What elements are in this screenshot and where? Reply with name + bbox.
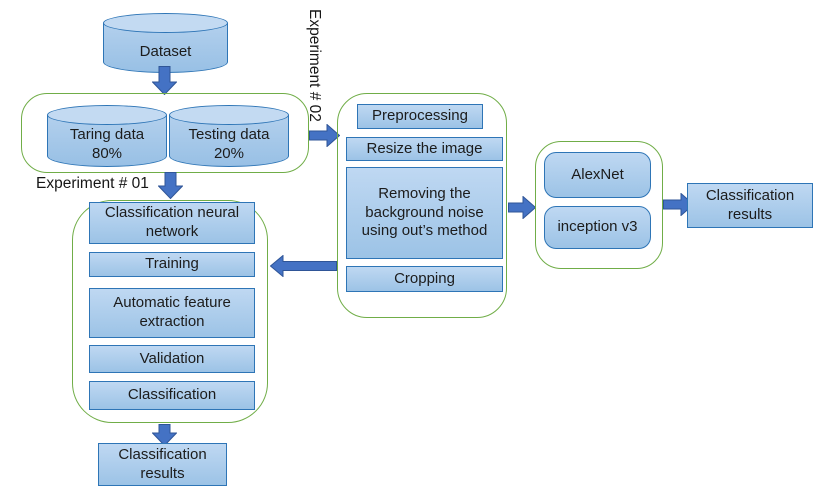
step-label: Training xyxy=(145,255,199,273)
training-data-cylinder: Taring data 80% xyxy=(47,105,167,167)
arrow-preprocessing-to-pipeline xyxy=(270,255,337,277)
step-label: Automatic feature extraction xyxy=(113,294,231,330)
results-label: Classification results xyxy=(118,445,207,482)
training-data-cylinder-top xyxy=(47,105,167,125)
step-classification: Classification xyxy=(89,381,255,410)
testing-data-cylinder-top xyxy=(169,105,289,125)
classification-results-right: Classification results xyxy=(687,183,813,228)
arrow-split-to-pipeline xyxy=(158,172,183,199)
step-validation: Validation xyxy=(89,345,255,373)
experiment-01-label: Experiment # 01 xyxy=(36,175,149,192)
model-inception-v3: inception v3 xyxy=(544,206,651,249)
results-label: Classification results xyxy=(705,186,795,223)
model-label: inception v3 xyxy=(557,218,638,236)
training-pipeline-container xyxy=(72,200,268,423)
arrow-pipeline-to-results xyxy=(152,424,177,446)
step-automatic-feature-extraction: Automatic feature extraction xyxy=(89,288,255,338)
model-alexnet: AlexNet xyxy=(544,152,651,198)
arrow-preprocessing-to-models xyxy=(508,196,536,219)
experiment-02-label: Experiment # 02 xyxy=(306,8,323,122)
dataset-cylinder-top xyxy=(103,13,228,33)
step-label: Resize the image xyxy=(366,139,483,157)
step-training: Training xyxy=(89,252,255,277)
step-label: Classification xyxy=(127,386,217,404)
model-label: AlexNet xyxy=(571,165,624,183)
step-remove-background-noise: Removing the background noise using out’… xyxy=(346,167,503,259)
step-label: Validation xyxy=(139,349,205,367)
dataset-cylinder: Dataset xyxy=(103,13,228,73)
dataset-label: Dataset xyxy=(139,42,192,60)
step-cropping: Cropping xyxy=(346,266,503,292)
testing-data-cylinder: Testing data 20% xyxy=(169,105,289,167)
step-resize-image: Resize the image xyxy=(346,137,503,161)
step-label: Classification neural network xyxy=(104,204,240,240)
step-label: Removing the background noise using out’… xyxy=(361,184,488,240)
arrow-dataset-to-split xyxy=(152,66,177,95)
classification-results-bottom: Classification results xyxy=(98,443,227,486)
training-data-label: Taring data 80% xyxy=(69,126,145,162)
preprocessing-container xyxy=(337,93,507,318)
step-preprocessing: Preprocessing xyxy=(357,104,483,129)
arrow-split-to-preprocessing xyxy=(309,124,340,147)
models-container xyxy=(535,141,663,269)
testing-data-label: Testing data 20% xyxy=(188,126,270,162)
step-classification-neural-network: Classification neural network xyxy=(89,202,255,244)
step-label: Cropping xyxy=(394,269,455,287)
step-label: Preprocessing xyxy=(372,107,468,125)
